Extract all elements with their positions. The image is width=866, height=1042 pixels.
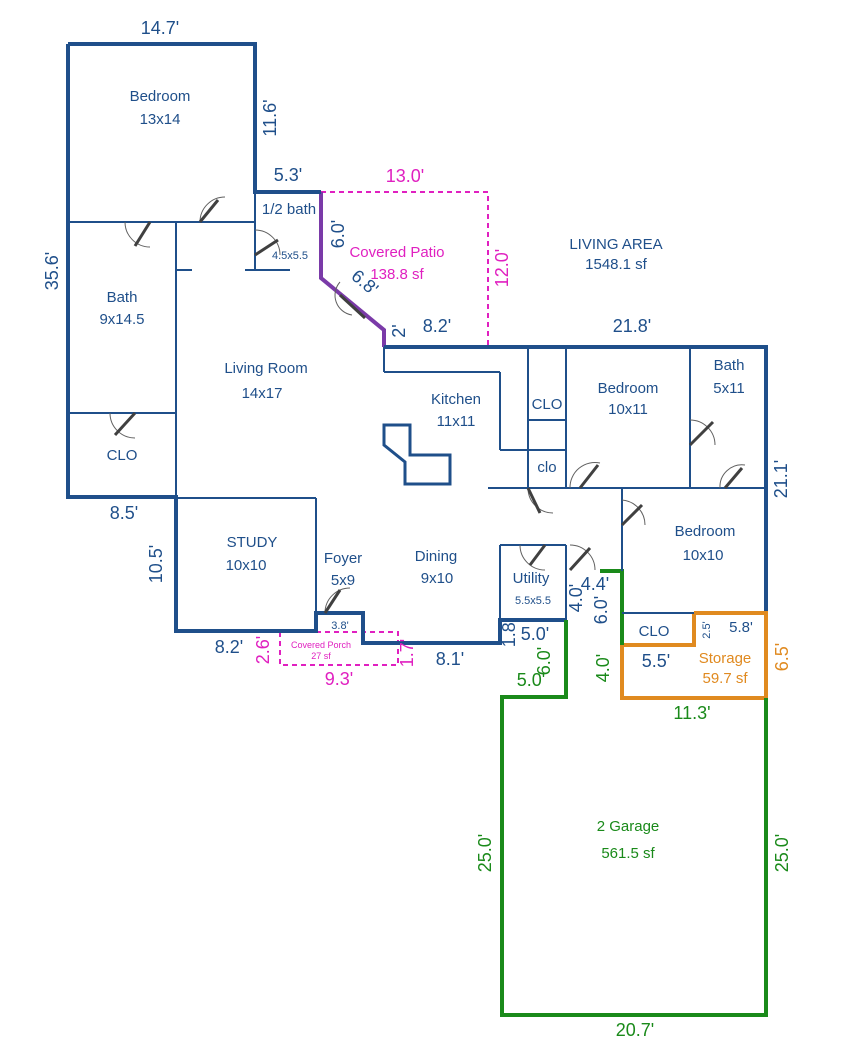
dim-garage-5-0: 5.0'	[517, 670, 545, 690]
room-study-name: STUDY	[227, 534, 278, 551]
garage-area-value: 561.5 sf	[601, 845, 655, 862]
room-foyer-size: 5x9	[331, 572, 355, 589]
room-bath-w-size: 9x14.5	[99, 311, 144, 328]
dim-bottom-8-1: 8.1'	[436, 649, 464, 669]
dim-right-21-1: 21.1'	[771, 460, 791, 498]
dim-step-5-3: 5.3'	[274, 165, 302, 185]
patio-area-title: Covered Patio	[349, 244, 444, 261]
room-foyer-name: Foyer	[324, 550, 362, 567]
room-dining-name: Dining	[415, 548, 458, 565]
dim-garage-11-3: 11.3'	[673, 703, 710, 723]
dim-porch-1-7: 1.7'	[397, 639, 417, 667]
dim-garage-left-25: 25.0'	[475, 834, 495, 872]
dim-bedroom-right: 11.6'	[260, 99, 280, 136]
room-utility-name: Utility	[513, 570, 550, 587]
dim-top-21-8: 21.8'	[613, 316, 651, 336]
room-bath-e-size: 5x11	[713, 380, 744, 397]
dim-storage-6-5: 6.5'	[772, 643, 792, 671]
dim-garage-6-0-a: 6.0'	[534, 647, 554, 675]
dim-patio-6-0: 6.0'	[328, 220, 348, 248]
room-bedroom-e-name: Bedroom	[675, 523, 736, 540]
room-utility-size: 5.5x5.5	[515, 595, 551, 607]
dim-util-5-0: 5.0'	[521, 624, 549, 644]
dim-small-2: 2'	[389, 324, 409, 337]
dim-garage-4-0-a: 4.0'	[566, 584, 586, 612]
dim-seg-8-2-top: 8.2'	[423, 316, 451, 336]
room-living-name: Living Room	[224, 360, 307, 377]
room-study-size: 10x10	[226, 557, 267, 574]
room-bedroom-e-size: 10x10	[683, 547, 724, 564]
garage-area-title: 2 Garage	[597, 818, 660, 835]
storage-area-title: Storage	[699, 650, 752, 667]
dim-top-width: 14.7'	[141, 18, 179, 38]
dim-porch-3-8: 3.8'	[331, 620, 348, 632]
dim-util-1-8: 1.8'	[499, 619, 519, 647]
room-bath-w-name: Bath	[107, 289, 138, 306]
porch-area-title: Covered Porch	[291, 640, 351, 650]
dim-porch-2-6: 2.6'	[253, 636, 273, 664]
room-dining-size: 9x10	[421, 570, 454, 587]
room-bedroom-ne-name: Bedroom	[598, 380, 659, 397]
dim-garage-4-0-b: 4.0'	[593, 654, 613, 682]
garage-outline	[500, 620, 768, 1017]
dim-bottom-8-2: 8.2'	[215, 637, 243, 657]
room-bath-e-name: Bath	[714, 357, 745, 374]
dim-left-height: 35.6'	[42, 252, 62, 290]
dim-patio-right: 12.0'	[492, 249, 512, 287]
living-area-title: LIVING AREA	[569, 236, 662, 253]
living-area-value: 1548.1 sf	[585, 256, 648, 273]
room-bedroom-nw-name: Bedroom	[130, 88, 191, 105]
dim-porch-9-3: 9.3'	[325, 669, 353, 689]
room-bedroom-nw-size: 13x14	[140, 111, 181, 128]
patio-house-wall	[319, 192, 386, 347]
room-half-bath-size: 4.5x5.5	[272, 250, 308, 262]
dim-garage-4-4: 4.4'	[581, 574, 609, 594]
dim-storage-5-5: 5.5'	[642, 651, 670, 671]
dim-patio-top: 13.0'	[386, 166, 424, 186]
room-bedroom-ne-size: 10x11	[608, 401, 648, 418]
room-clo-k-name: CLO	[532, 396, 563, 413]
patio-area-value: 138.8 sf	[370, 266, 424, 283]
dim-garage-bottom: 20.7'	[616, 1020, 654, 1040]
room-kitchen-name: Kitchen	[431, 391, 481, 408]
room-kitchen-size: 11x11	[437, 413, 476, 430]
dim-storage-2-5: 2.5'	[701, 621, 713, 638]
covered-porch-outline	[279, 631, 399, 666]
room-half-bath-name: 1/2 bath	[262, 201, 316, 218]
interior-walls	[68, 192, 766, 620]
dim-garage-right-25: 25.0'	[772, 834, 792, 872]
dim-study-10-5: 10.5'	[146, 545, 166, 583]
dim-storage-5-8: 5.8'	[729, 619, 753, 636]
storage-area-value: 59.7 sf	[702, 670, 748, 687]
dim-garage-6-0-b: 6.0'	[591, 596, 611, 624]
room-clo-small-name: clo	[537, 459, 556, 476]
porch-area-value: 27 sf	[311, 651, 331, 661]
room-clo-w-name: CLO	[107, 447, 138, 464]
dim-left-8-5: 8.5'	[110, 503, 138, 523]
room-living-size: 14x17	[242, 385, 283, 402]
doors	[109, 196, 746, 614]
room-clo-e-name: CLO	[639, 623, 670, 640]
storage-outline	[620, 611, 768, 700]
kitchen-counter	[382, 423, 452, 486]
